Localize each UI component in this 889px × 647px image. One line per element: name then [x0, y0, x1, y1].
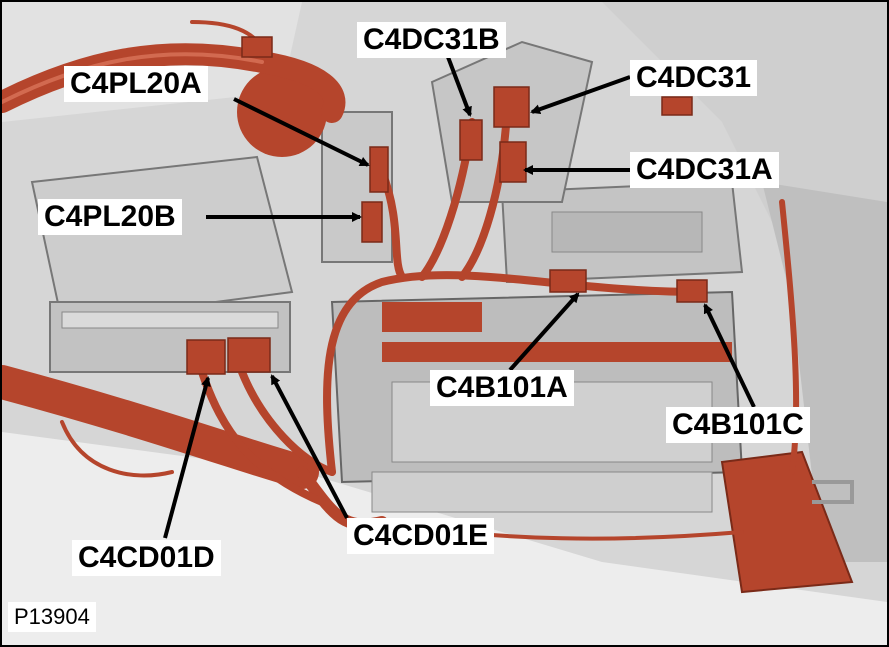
- callout-c4dc31a: C4DC31A: [630, 152, 779, 188]
- connector-c4b101c: [676, 279, 708, 303]
- callout-c4dc31: C4DC31: [630, 60, 758, 96]
- callout-c4b101a: C4B101A: [430, 370, 574, 406]
- callout-c4cd01d: C4CD01D: [72, 540, 221, 576]
- arrow-c4cd01d: [163, 376, 211, 539]
- callout-c4b101c: C4B101C: [666, 407, 810, 443]
- arrow-c4b101c: [703, 303, 756, 408]
- connector-blocks: [186, 36, 708, 375]
- wiring-harness: [2, 20, 800, 541]
- connector-c4dc31: [493, 86, 530, 128]
- connector-c4dc31a: [499, 141, 527, 183]
- connector-upper-left: [241, 36, 273, 58]
- fuse-box-upper: [500, 180, 744, 284]
- callout-c4pl20b: C4PL20B: [38, 199, 182, 235]
- connector-c4cd01e: [227, 337, 271, 373]
- callout-arrows: [163, 56, 756, 539]
- callout-c4pl20a: C4PL20A: [64, 66, 208, 102]
- arrow-c4dc31b: [446, 56, 472, 117]
- callout-c4dc31b: C4DC31B: [357, 22, 506, 58]
- callout-c4cd01e: C4CD01E: [347, 518, 495, 554]
- connector-upper-right: [661, 96, 693, 116]
- connector-c4cd01d: [186, 339, 226, 375]
- right-connector-block: [720, 450, 854, 594]
- control-module-left: [30, 155, 294, 373]
- right-side-panel: [762, 182, 887, 562]
- connector-c4dc31b: [459, 119, 483, 161]
- arrow-c4b101a: [508, 292, 580, 372]
- connector-c4pl20b: [361, 201, 383, 243]
- arrow-c4cd01e: [270, 374, 349, 519]
- figure-id-label: P13904: [8, 602, 96, 632]
- arrow-c4dc31: [530, 75, 631, 115]
- connector-c4pl20a: [369, 146, 389, 193]
- arrow-c4pl20a: [233, 97, 370, 167]
- connector-c4b101a: [549, 269, 587, 293]
